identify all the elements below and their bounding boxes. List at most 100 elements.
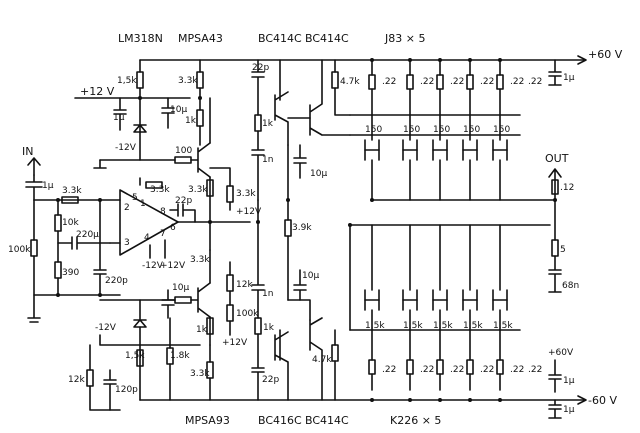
value-022-bot-4: .22 [480,365,494,375]
value-220u: 220µ [76,230,99,240]
value-3k3-in: 3.3k [62,186,82,196]
value-1u-bot-a: 1µ [563,376,575,386]
label-plus12v-mid: +12V [236,207,262,217]
label-plus60v-small: +60V [548,348,574,358]
label-bc414c-1: BC414C [258,32,302,45]
value-1k-mid: 1k [262,119,274,129]
value-3k3-bot: 3.3k [190,369,210,379]
value-10u-right: 10µ [302,271,319,281]
resistor-12k [226,274,234,292]
value-4k7-bot: 4.7k [312,355,332,365]
resistor-1k-top [196,109,204,127]
pin-7: 7 [160,229,166,239]
value-100k-pot: 100k [236,309,259,319]
value-5: 5 [560,245,566,255]
opamp-lm318n [119,189,179,256]
value-10u-low: 10µ [172,283,189,293]
label-k226x5: K226 × 5 [390,414,441,427]
value-012: .12 [560,183,574,193]
value-150-5: 150 [493,125,510,135]
value-022-top-3: .22 [450,77,464,87]
value-150-1: 150 [365,125,382,135]
value-1k-low2: 1k [263,323,275,333]
label-lm318n: LM318N [118,32,163,45]
resistor-3k3-in [61,196,79,204]
label-plus12v-low: +12V [222,338,248,348]
resistor-3k3-top [196,71,204,89]
resistor-4k7-bot [331,344,339,362]
resistor-3k9 [284,219,292,237]
pin-4: 4 [144,233,150,243]
value-1k8: 1.8k [170,351,190,361]
value-1k5-bot-1: 1.5k [365,321,385,331]
value-022-top-2: .22 [420,77,434,87]
pot-100k[interactable] [226,304,234,322]
label-minus60v: -60 V [588,394,617,407]
value-100-top: 100 [175,146,192,156]
value-022-top-4: .22 [480,77,494,87]
resistor-100-top [174,156,192,164]
value-10k: 10k [62,218,79,228]
label-bc414c-3: BC414C [305,414,349,427]
label-minus12v-left: -12V [95,323,117,333]
mosfet-top-array [364,59,508,201]
value-4k7-top: 4.7k [340,77,360,87]
resistor-1k5-low [136,349,144,367]
resistor-4k7-top [331,71,339,89]
value-22p-top: 22p [252,63,269,73]
label-plus60v: +60 V [588,48,623,61]
label-mpsa43: MPSA43 [178,32,223,45]
junction-dots [56,58,557,402]
value-10u-mid: 10µ [310,169,327,179]
value-100k: 100k [8,245,31,255]
value-3k3-mid: 3.3k [188,185,208,195]
value-3k3-low: 3.3k [190,255,210,265]
value-1k5-low: 1,5k [125,351,145,361]
resistor-1k-mid [254,114,262,132]
value-022-top-1: .22 [382,77,396,87]
value-150-3: 150 [433,125,450,135]
resistor-1k5-top [136,71,144,89]
value-150-2: 150 [403,125,420,135]
resistor-3k3-mid [206,179,214,197]
value-1n-top: 1n [262,155,273,165]
pin-1: 1 [140,199,146,209]
value-12k-left: 12k [68,375,85,385]
value-022-bot-2: .22 [420,365,434,375]
label-j83x5: J83 × 5 [384,32,425,45]
value-1n-low: 1n [262,289,273,299]
resistor-1k-low2 [254,317,262,335]
label-bc416c: BC416C [258,414,302,427]
value-220p-op: 220p [105,276,128,286]
value-1k5-bot-2: 1.5k [403,321,423,331]
value-1k5-top: 1,5k [117,76,137,86]
label-minus12v-op: -12V [142,261,164,271]
value-150-4: 150 [463,125,480,135]
label-plus12v-op: +12V [160,261,186,271]
resistor-3k3-low [174,296,192,304]
value-22p-bot: 22p [262,375,279,385]
value-1k5-bot-4: 1.5k [463,321,483,331]
pin-6: 6 [170,223,176,233]
value-10u-top: 10µ [170,105,187,115]
value-3k9: 3.9k [292,223,312,233]
value-1k5-bot-5: 1.5k [493,321,513,331]
value-022-bot-3: .22 [450,365,464,375]
value-120p: 120p [115,385,138,395]
value-022-bot-1: .22 [382,365,396,375]
value-390: 390 [62,268,79,278]
rail-plus60v-arrow [577,55,587,65]
resistor-12k-left [86,369,94,387]
label-in: IN [22,145,33,158]
resistor-3k3-b [145,181,163,189]
mosfet-bottom-array [364,224,508,391]
value-3k3-right: 3.3k [236,189,256,199]
pin-5: 5 [132,193,138,203]
value-022-bot-last: .22 [528,365,542,375]
value-1u-in: 1µ [42,181,54,191]
value-022-top-5: .22 [510,77,524,87]
value-1u-left: 1µ [113,113,125,123]
value-022-top-last: .22 [528,77,542,87]
label-out: OUT [545,152,569,165]
